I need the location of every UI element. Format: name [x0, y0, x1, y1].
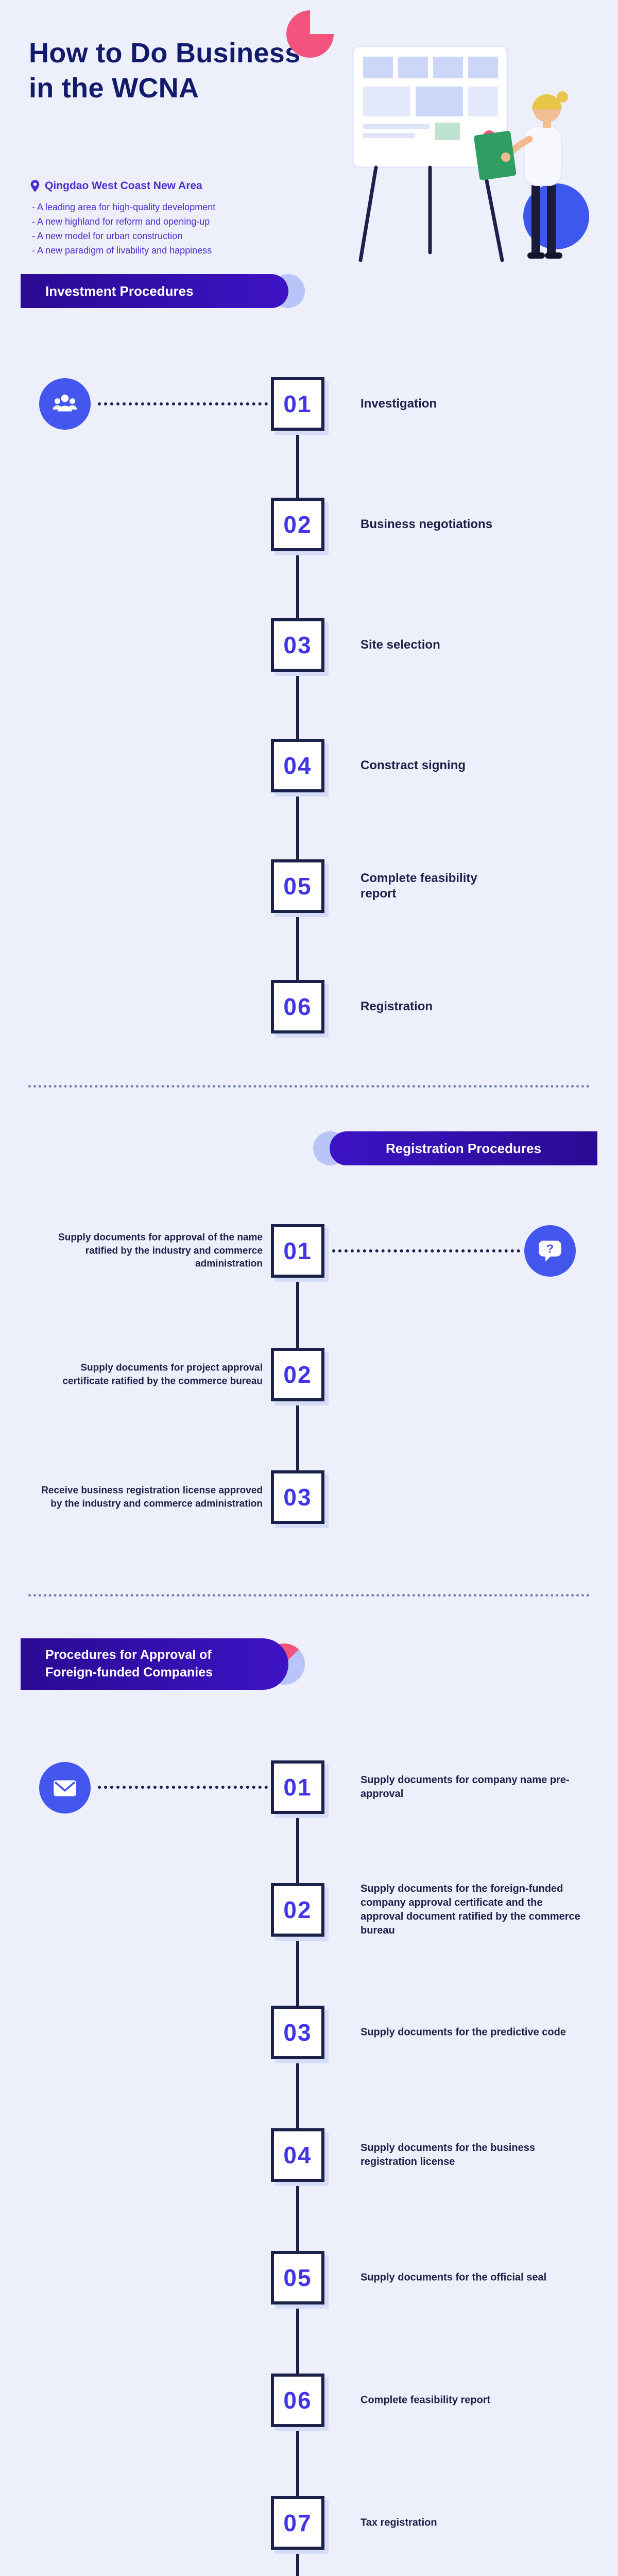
- step-box: 02: [271, 1883, 324, 1937]
- step-label: Supply documents for company name pre-ap…: [360, 1774, 570, 1800]
- step-label: Supply documents for approval of the nam…: [58, 1232, 263, 1269]
- step-label: Supply documents for the business regist…: [360, 2142, 535, 2167]
- team-icon: [39, 378, 91, 430]
- step-number: 01: [283, 1774, 312, 1801]
- header-illustration: [352, 45, 589, 262]
- section-banner-investment: Investment Procedures: [21, 274, 288, 308]
- page-title-line2: in the WCNA: [29, 73, 199, 104]
- question-bubble-icon: ?: [524, 1225, 576, 1277]
- board-leg: [358, 165, 378, 262]
- section-separator: [28, 1594, 590, 1597]
- location-pin-icon: [30, 180, 40, 192]
- step-label: Complete feasibility report: [360, 871, 477, 901]
- step-box: 05: [271, 859, 324, 913]
- banner-line2: Foreign-funded Companies: [45, 1665, 213, 1680]
- step-label: Supply documents for the predictive code: [360, 2026, 566, 2038]
- step-number: 01: [283, 391, 312, 417]
- step-label: Constract signing: [360, 758, 466, 772]
- step-number: 02: [283, 511, 312, 538]
- step-number: 06: [283, 2387, 312, 2414]
- header-bullet: - A leading area for high-quality develo…: [32, 202, 216, 212]
- timeline-connector: [296, 1937, 299, 2006]
- step-box: 04: [271, 739, 324, 792]
- step-number: 04: [283, 752, 312, 779]
- timeline-connector: [296, 551, 299, 618]
- timeline-connector: [296, 2427, 299, 2496]
- step-label: Business negotiations: [360, 517, 493, 531]
- step-label: Registration: [360, 999, 433, 1013]
- step-box: 02: [271, 498, 324, 551]
- header-bullets: - A leading area for high-quality develo…: [32, 200, 215, 258]
- step-label: Receive business registration license ap…: [41, 1485, 263, 1509]
- header-bullet: - A new highland for reform and opening-…: [32, 216, 210, 227]
- step-box: 03: [271, 618, 324, 672]
- step-box: 01: [271, 377, 324, 431]
- dotted-connector: [98, 1786, 268, 1789]
- step-number: 02: [283, 1896, 312, 1923]
- location-label: Qingdao West Coast New Area: [45, 180, 202, 192]
- step-number: 03: [283, 1484, 312, 1511]
- svg-text:?: ?: [546, 1242, 554, 1256]
- section-banner-registration: Registration Procedures: [330, 1131, 597, 1165]
- header-bullet: - A new paradigm of livability and happi…: [32, 245, 212, 256]
- step-box: 01: [271, 1760, 324, 1814]
- step-box: 03: [271, 2006, 324, 2059]
- banner-line1: Procedures for Approval of: [45, 1648, 212, 1663]
- mail-icon: [39, 1762, 91, 1814]
- timeline-connector: [296, 672, 299, 739]
- timeline-connector: [296, 2304, 299, 2374]
- timeline-connector: [296, 1278, 299, 1348]
- step-number: 01: [283, 1238, 312, 1264]
- timeline-connector: [296, 1814, 299, 1883]
- timeline-connector: [296, 2182, 299, 2251]
- location-row: Qingdao West Coast New Area: [30, 179, 202, 193]
- timeline-connector: [296, 792, 299, 859]
- step-number: 03: [283, 632, 312, 658]
- step-number: 03: [283, 2019, 312, 2046]
- step-number: 04: [283, 2142, 312, 2168]
- page-title-line1: How to Do Business: [29, 38, 301, 69]
- step-label: Investigation: [360, 397, 437, 411]
- step-number: 07: [283, 2510, 312, 2536]
- step-box: 02: [271, 1348, 324, 1401]
- step-box: 06: [271, 980, 324, 1033]
- step-label: Tax registration: [360, 2517, 437, 2529]
- step-number: 02: [283, 1361, 312, 1388]
- pink-quarter-decoration: [286, 10, 334, 58]
- step-number: 05: [283, 873, 312, 900]
- step-box: 05: [271, 2251, 324, 2304]
- section-separator: [28, 1085, 590, 1088]
- step-label: Supply documents for the foreign-funded …: [360, 1883, 580, 1936]
- step-box: 06: [271, 2374, 324, 2427]
- timeline-connector: [296, 2059, 299, 2128]
- step-box: 01: [271, 1224, 324, 1278]
- step-box: 07: [271, 2496, 324, 2550]
- step-number: 06: [283, 993, 312, 1020]
- dotted-connector: [98, 402, 268, 405]
- step-label: Site selection: [360, 638, 440, 652]
- step-box: 04: [271, 2128, 324, 2182]
- timeline-connector: [296, 2550, 299, 2576]
- board-leg: [482, 165, 504, 262]
- step-box: 03: [271, 1470, 324, 1524]
- step-label: Supply documents for project approval ce…: [62, 1362, 263, 1386]
- step-number: 05: [283, 2264, 312, 2291]
- step-label: Complete feasibility report: [360, 2394, 491, 2406]
- presenter-person: [474, 91, 568, 259]
- timeline-connector: [296, 431, 299, 498]
- timeline-connector: [296, 913, 299, 980]
- header-bullet: - A new model for urban construction: [32, 231, 183, 241]
- dotted-connector: [332, 1249, 520, 1252]
- timeline-connector: [296, 1401, 299, 1470]
- section-banner-foreign-approval: Procedures for Approval of Foreign-funde…: [21, 1638, 288, 1690]
- step-label: Supply documents for the official seal: [360, 2272, 547, 2283]
